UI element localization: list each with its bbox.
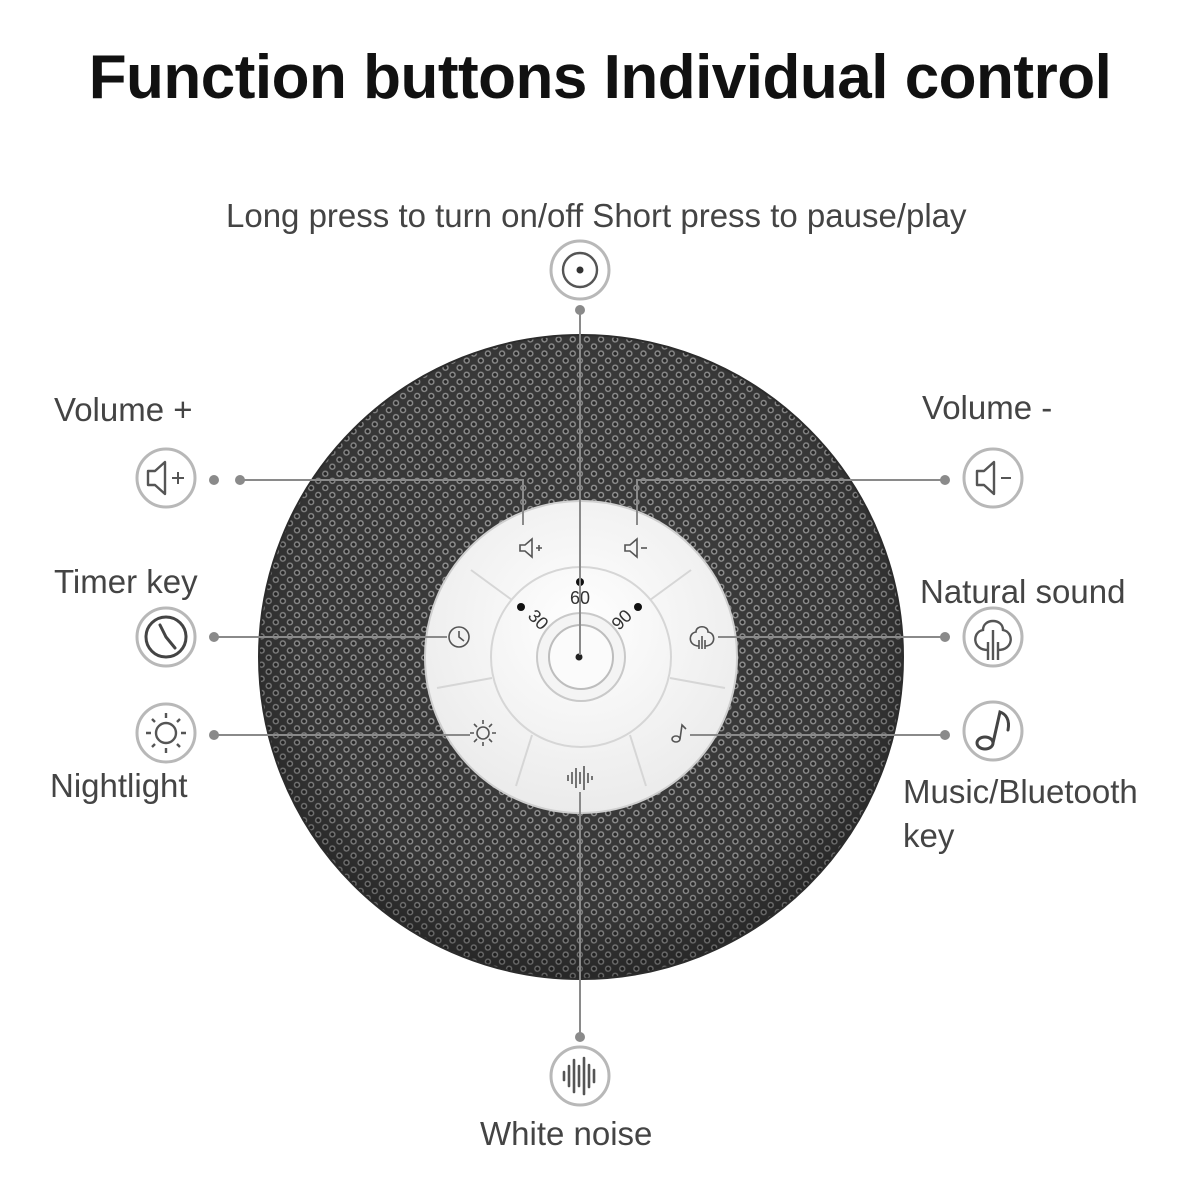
leader-lines (214, 310, 945, 1037)
timer-label: Timer key (54, 563, 198, 600)
timer-dot-30 (517, 603, 525, 611)
clock-icon (135, 606, 197, 668)
white-noise-label: White noise (480, 1115, 653, 1152)
sound-wave-icon (549, 1045, 611, 1107)
panel-sun-icon[interactable] (470, 720, 496, 746)
sun-icon (135, 702, 197, 764)
volume-up-label: Volume + (54, 391, 193, 428)
panel-volume-up-icon[interactable] (519, 537, 542, 559)
volume-down-label: Volume - (922, 389, 1053, 426)
power-label: Long press to turn on/off Short press to… (226, 197, 967, 234)
panel-tree-icon[interactable] (689, 625, 715, 649)
page-title: Function buttons Individual control (88, 43, 1112, 112)
nightlight-label: Nightlight (50, 767, 188, 804)
panel-sound-wave-icon[interactable] (567, 766, 593, 790)
panel-music-note-icon[interactable] (671, 723, 687, 743)
volume-up-icon (135, 447, 197, 509)
timer-dot-90 (634, 603, 642, 611)
panel-volume-down-icon[interactable] (624, 537, 647, 559)
music-bluetooth-label: Music/Bluetooth key (903, 773, 1138, 854)
panel-clock-icon[interactable] (448, 626, 470, 648)
volume-down-icon (962, 447, 1024, 509)
power-icon (549, 239, 611, 301)
tree-icon (962, 606, 1024, 668)
music-note-icon (962, 700, 1024, 762)
leader-dots (209, 305, 950, 1042)
natural-sound-label: Natural sound (920, 573, 1126, 610)
